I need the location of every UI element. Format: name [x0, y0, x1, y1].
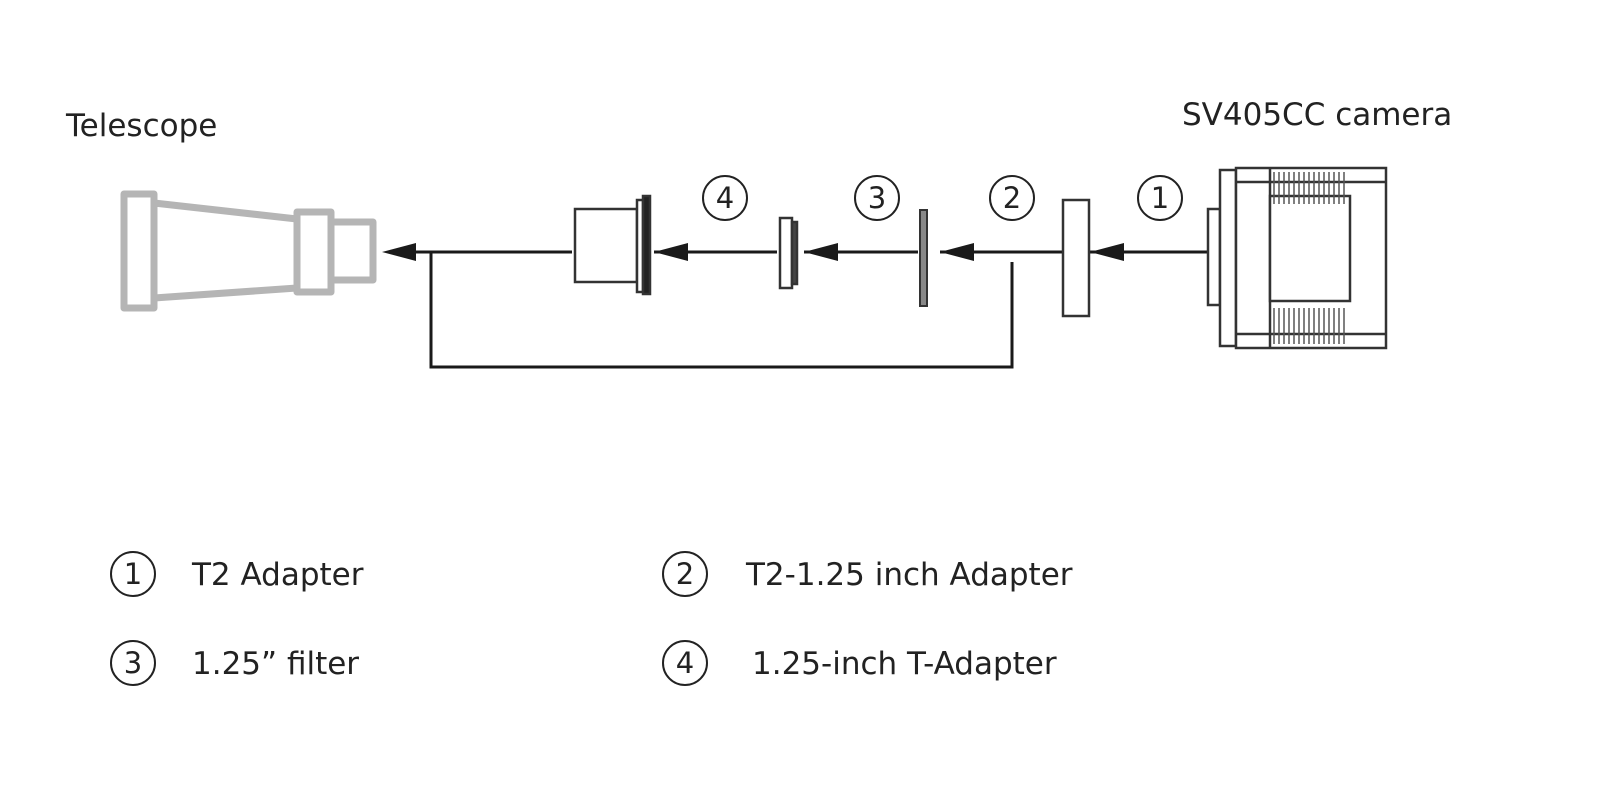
legend-number: 2 — [662, 551, 708, 597]
t2-125-adapter-part — [919, 209, 928, 307]
t2-adapter-part — [1061, 198, 1091, 318]
camera-heatsink-fins-bottom — [1273, 308, 1345, 344]
arrowheads — [382, 243, 1124, 261]
camera-heatsink-fins-top — [1273, 172, 1345, 204]
legend-number: 1 — [110, 551, 156, 597]
legend-text: 1.25” filter — [192, 646, 360, 682]
callout-3: 3 — [854, 175, 900, 221]
telescope-label: Telescope — [66, 108, 218, 144]
filter-part — [778, 216, 799, 290]
callout-4: 4 — [702, 175, 748, 221]
callout-1: 1 — [1137, 175, 1183, 221]
callout-2: 2 — [989, 175, 1035, 221]
legend-number: 3 — [110, 640, 156, 686]
legend-text: 1.25-inch T-Adapter — [752, 646, 1057, 682]
telescope-drawing — [120, 190, 377, 312]
t-adapter-part — [573, 194, 652, 296]
bypass-bracket-line — [429, 252, 1014, 369]
legend-number: 4 — [662, 640, 708, 686]
camera-label: SV405CC camera — [1182, 97, 1453, 133]
camera-drawing — [1206, 166, 1388, 350]
legend-text: T2-1.25 inch Adapter — [746, 557, 1073, 593]
legend-text: T2 Adapter — [192, 557, 364, 593]
